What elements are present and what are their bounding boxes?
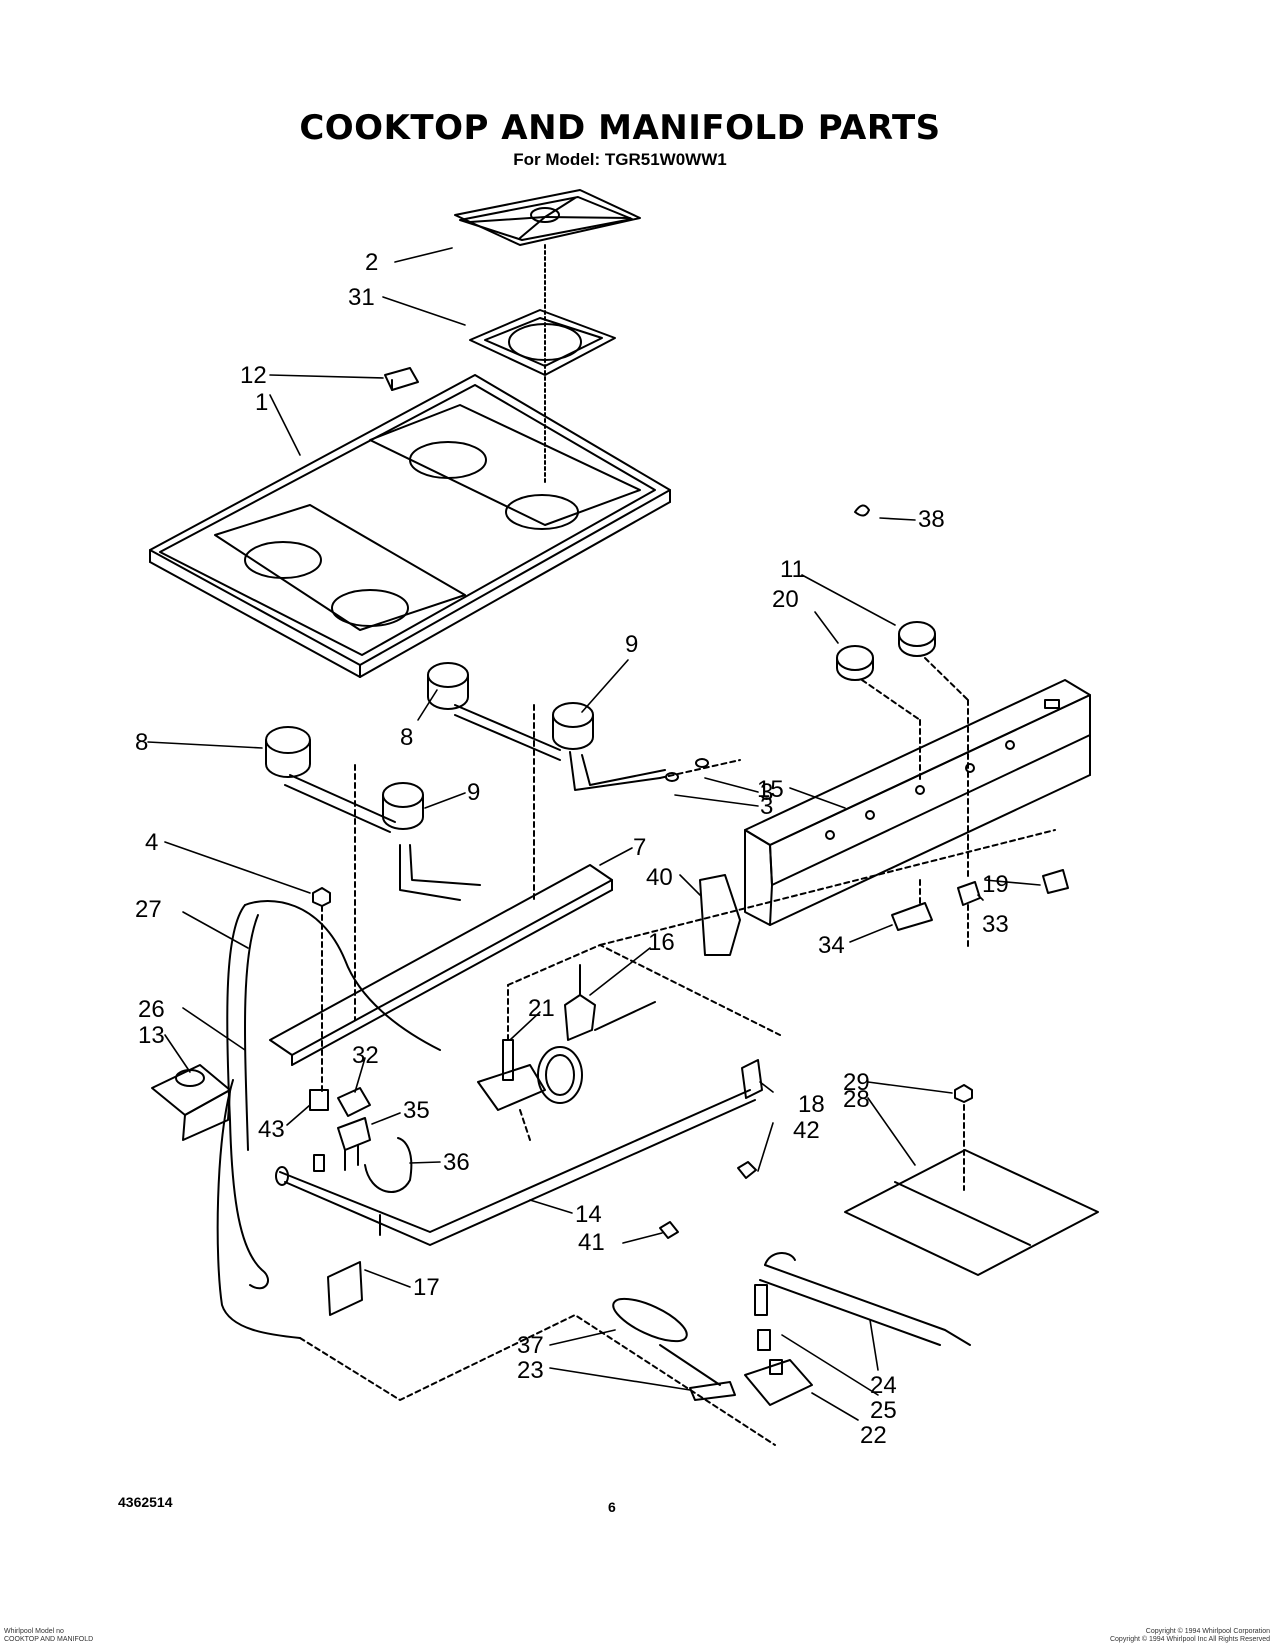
callout-22: 22 <box>860 1422 887 1449</box>
model-line: For Model: TGR51W0WW1 <box>513 150 727 169</box>
callout-32: 32 <box>352 1042 379 1069</box>
cooktop <box>149 374 671 678</box>
control-knobs <box>836 621 969 881</box>
callout-3: 3 <box>760 779 773 806</box>
callout-26: 26 <box>138 996 165 1023</box>
callout-4: 4 <box>145 829 158 856</box>
callout-8: 8 <box>135 729 148 756</box>
callout-41: 41 <box>578 1229 605 1256</box>
callout-23: 23 <box>517 1357 544 1384</box>
callout-21: 21 <box>528 995 555 1022</box>
gas-valve <box>477 829 1056 1141</box>
callout-25: 25 <box>870 1397 897 1424</box>
broil-pan <box>844 1084 1099 1276</box>
callout-labels: 2 31 12 1 38 11 20 9 8 8 15 9 3 3 4 7 40… <box>135 249 1009 1449</box>
footer-left-line2: COOKTOP AND MANIFOLD <box>4 1636 94 1643</box>
callout-31: 31 <box>348 284 375 311</box>
callout-20: 20 <box>772 586 799 613</box>
callout-36: 36 <box>443 1149 470 1176</box>
callout-9: 9 <box>467 779 480 806</box>
igniter-parts <box>337 1087 413 1193</box>
page-number: 6 <box>608 1499 616 1515</box>
broil-assembly-guide <box>299 1314 776 1446</box>
broil-burner-assembly <box>612 1252 971 1406</box>
mounting-bracket <box>327 1261 363 1316</box>
callout-37: 37 <box>517 1332 544 1359</box>
callout-8: 8 <box>400 724 413 751</box>
callout-13: 13 <box>138 1022 165 1049</box>
footer-copyright-line2: Copyright © 1994 Whirlpool Inc All Right… <box>1109 1636 1270 1643</box>
callout-12: 12 <box>240 362 267 389</box>
nut-and-spacer <box>309 887 331 1172</box>
callout-19: 19 <box>982 871 1009 898</box>
callout-2: 2 <box>365 249 378 276</box>
callout-42: 42 <box>793 1117 820 1144</box>
callout-3: 3 <box>760 793 773 820</box>
callout-18: 18 <box>798 1091 825 1118</box>
manifold-pipe <box>275 1089 756 1246</box>
burner-support-bar <box>269 864 613 1066</box>
callout-14: 14 <box>575 1201 602 1228</box>
callout-33: 33 <box>982 911 1009 938</box>
callout-11: 11 <box>780 556 805 583</box>
footer-right: Copyright © 1994 Whirlpool Corporation C… <box>1030 1628 1270 1644</box>
leader-lines <box>147 247 1041 1421</box>
callout-1: 1 <box>255 389 268 416</box>
clip-part <box>854 504 870 517</box>
callout-34: 34 <box>818 932 845 959</box>
front-burner-assembly <box>265 726 481 1021</box>
callout-24: 24 <box>870 1372 897 1399</box>
footer-left: Whirlpool Model no COOKTOP AND MANIFOLD <box>4 1628 93 1644</box>
footer-copyright-line1: Copyright © 1994 Whirlpool Corporation <box>1145 1628 1270 1635</box>
valve-bracket-and-screws <box>659 1059 763 1239</box>
callout-27: 27 <box>135 896 162 923</box>
cooktop-bracket <box>384 367 419 391</box>
footer-left-line1: Whirlpool Model no <box>4 1628 64 1635</box>
pressure-regulator <box>151 1064 231 1141</box>
rear-burner-assembly <box>427 662 741 791</box>
callout-43: 43 <box>258 1116 285 1143</box>
callout-7: 7 <box>633 834 646 861</box>
callout-17: 17 <box>413 1274 440 1301</box>
callout-38: 38 <box>918 506 945 533</box>
gas-tubes <box>216 899 441 1339</box>
callout-16: 16 <box>648 929 675 956</box>
callout-40: 40 <box>646 864 673 891</box>
page-title: COOKTOP AND MANIFOLD PARTS <box>299 108 941 148</box>
small-brackets <box>699 869 1069 956</box>
callout-29: 29 <box>843 1069 870 1096</box>
burner-grate <box>454 189 641 246</box>
callout-28: 28 <box>843 1086 870 1113</box>
burner-bowl <box>469 309 616 376</box>
callout-35: 35 <box>403 1097 430 1124</box>
callout-9: 9 <box>625 631 638 658</box>
callout-15: 15 <box>757 776 784 803</box>
manifold-panel <box>744 679 1091 926</box>
document-part-number: 4362514 <box>118 1494 173 1510</box>
